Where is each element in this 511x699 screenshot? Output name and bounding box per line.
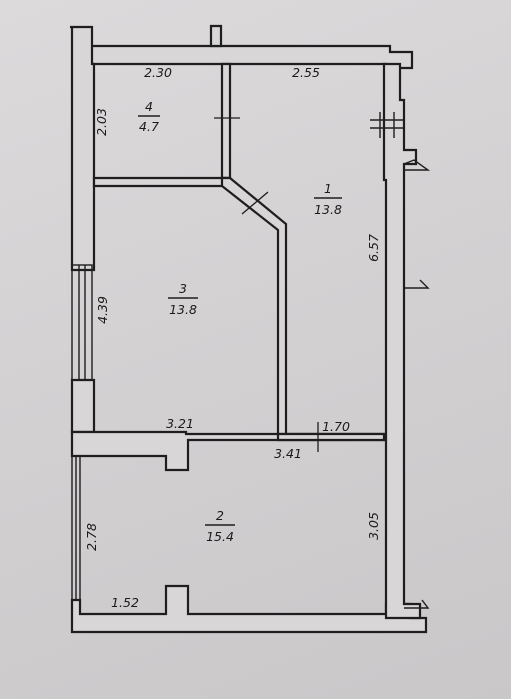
room4-area: 4.7 (139, 119, 159, 134)
left-window (71, 264, 93, 381)
dim-room2-left-height: 2.78 (84, 523, 99, 551)
dim-room4-height: 2.03 (94, 108, 109, 136)
room3-number: 3 (179, 281, 187, 296)
dim-room4-width: 2.30 (144, 65, 172, 80)
dim-room2-top-width: 3.41 (274, 446, 302, 461)
dim-room3-height: 4.39 (95, 296, 110, 324)
dim-room1-bottom-width: 1.70 (322, 419, 350, 434)
dim-room1-height: 6.57 (366, 234, 381, 262)
room3-area: 13.8 (169, 302, 197, 317)
dim-room2-right-height: 3.05 (366, 512, 381, 540)
dim-room2-bottom-width: 1.52 (111, 595, 139, 610)
right-mark-bottom (404, 599, 430, 609)
room2-area: 15.4 (206, 529, 234, 544)
room2-number: 2 (216, 508, 224, 523)
top-notch (209, 24, 223, 48)
room4-number: 4 (145, 99, 153, 114)
wall-room3-room2 (70, 430, 386, 472)
room1-room2-wall (276, 432, 386, 442)
top-wall (88, 44, 414, 70)
room1-number: 1 (324, 181, 332, 196)
diagonal-door-mark (241, 191, 269, 215)
dim-room3-width: 3.21 (166, 416, 194, 431)
diagonal-wall (220, 176, 288, 436)
room4-right-wall (220, 62, 232, 180)
right-mark-mid (404, 279, 430, 289)
top-left-stub (70, 25, 96, 272)
room1-area: 13.8 (314, 202, 342, 217)
dim-room1-width: 2.55 (292, 65, 320, 80)
room4-bottom-wall (92, 176, 232, 188)
left-wall-room3-lower (70, 378, 96, 434)
right-mark-top (403, 159, 431, 171)
right-wall-main (382, 62, 422, 620)
